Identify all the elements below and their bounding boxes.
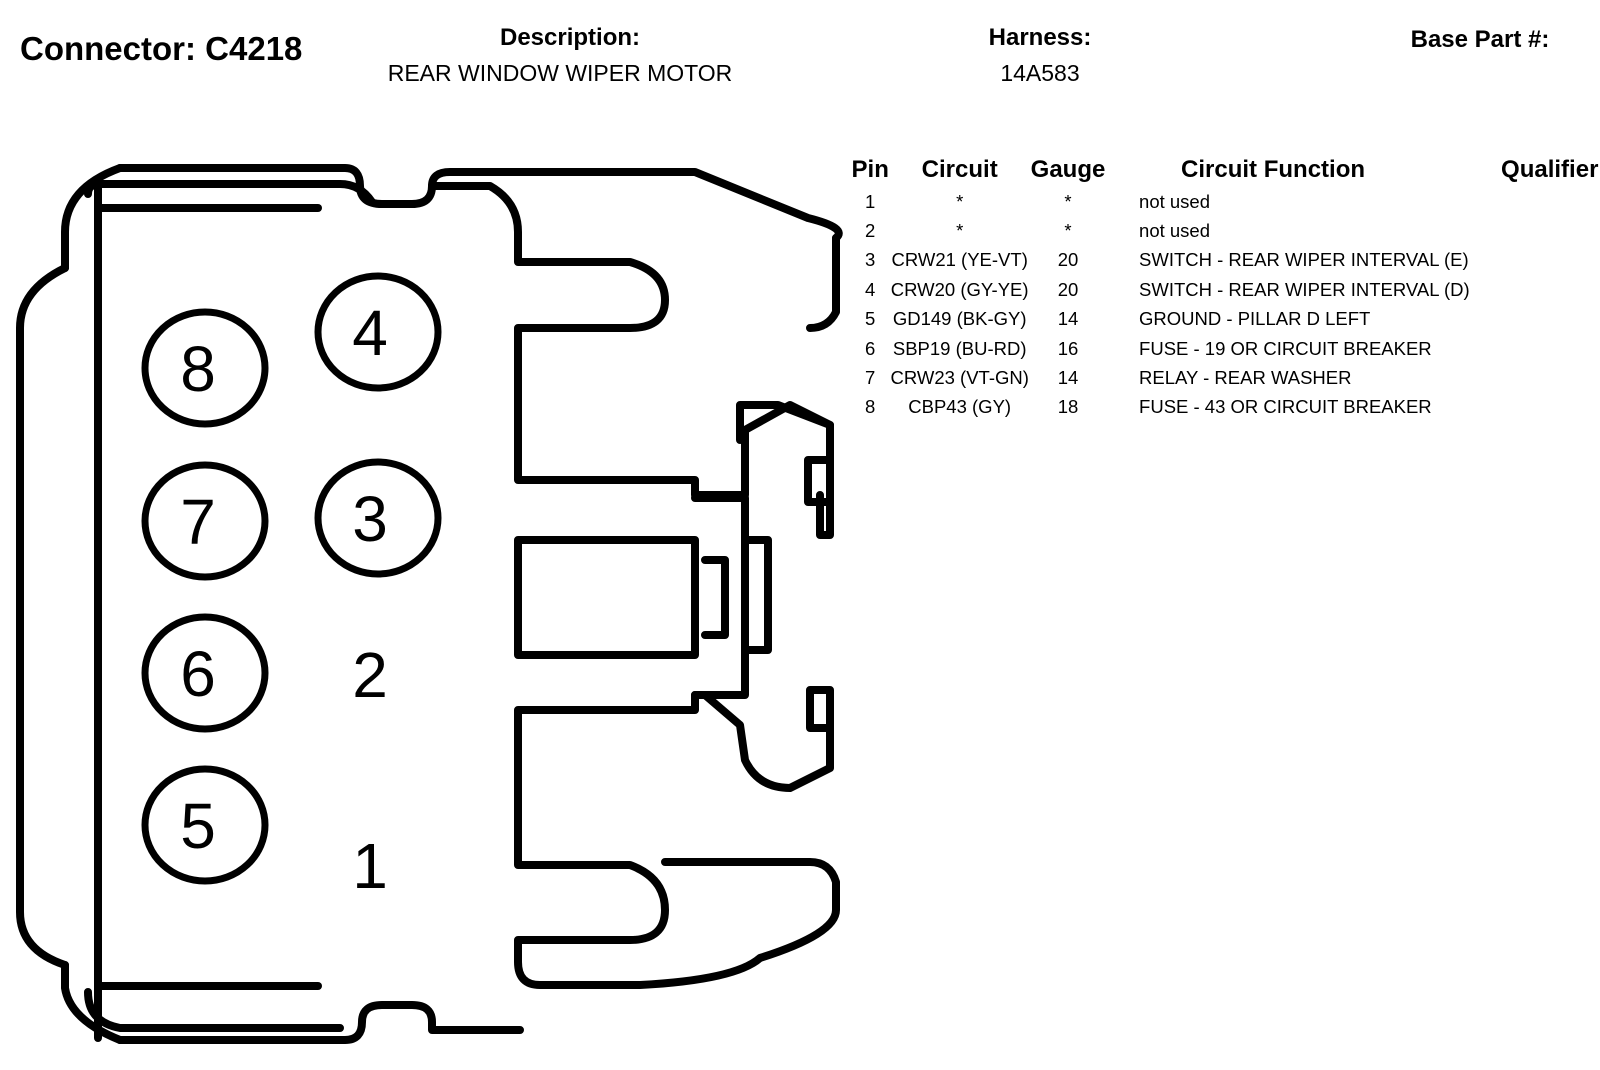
connector-mid-slot: [514, 536, 699, 659]
row-gauge: *: [1064, 220, 1072, 242]
header-circuit: Circuit: [921, 156, 998, 183]
connector-mid-key: [691, 494, 749, 699]
row-pin: 4: [865, 278, 876, 300]
row-gauge: 14: [1057, 367, 1079, 389]
header-qualifier: Qualifier: [1501, 156, 1599, 183]
table-row: 4 CRW20 (GY-YE) 20 SWITCH - REAR WIPER I…: [850, 275, 1600, 304]
table-row: 7 CRW23 (VT-GN) 14 RELAY - REAR WASHER: [850, 363, 1600, 392]
cavity-circle-5: [141, 765, 269, 885]
row-pin: 7: [865, 367, 876, 389]
row-pin: 2: [865, 220, 876, 242]
connector-inner-top: [84, 180, 376, 206]
cavity-circle-6: [141, 613, 269, 733]
row-circuit: CBP43 (GY): [908, 396, 1012, 418]
row-qualifier: [1471, 187, 1600, 216]
connector-shell-outline: [116, 164, 843, 242]
row-function: not used: [1139, 190, 1211, 212]
row-qualifier: [1471, 363, 1600, 392]
connector-shell-left-low: [61, 961, 124, 1044]
row-function: RELAY - REAR WASHER: [1139, 367, 1352, 389]
row-gauge: 20: [1057, 249, 1079, 271]
cavity-circle-3: [314, 458, 442, 578]
row-function: SWITCH - REAR WIPER INTERVAL (E): [1139, 249, 1469, 271]
header-gauge: Gauge: [1030, 156, 1106, 183]
row-gauge: *: [1064, 190, 1072, 212]
row-circuit: CRW21 (YE-VT): [891, 249, 1028, 271]
header-function: Circuit Function: [1181, 156, 1366, 183]
row-gauge: 14: [1057, 308, 1079, 330]
connector-side-rail: [804, 456, 834, 506]
connector-bottom-left: [84, 988, 344, 1032]
description-value: REAR WINDOW WIPER MOTOR: [387, 60, 733, 86]
base-part-label: Base Part #:: [1410, 26, 1550, 53]
cavity-label-5: 5: [180, 790, 216, 862]
cavity-circle-4: [314, 272, 442, 392]
connector-body-right: [428, 182, 834, 539]
row-gauge: 20: [1057, 278, 1079, 300]
cavity-label-4: 4: [352, 297, 388, 369]
row-qualifier: [1471, 305, 1600, 334]
cavity-label-1: 1: [352, 830, 388, 902]
row-qualifier: [1471, 393, 1600, 422]
row-function: SWITCH - REAR WIPER INTERVAL (D): [1139, 278, 1470, 300]
row-function: FUSE - 43 OR CIRCUIT BREAKER: [1139, 396, 1432, 418]
row-function: FUSE - 19 OR CIRCUIT BREAKER: [1139, 337, 1432, 359]
connector-latch-block: [736, 401, 834, 444]
cavity-circle-8: [141, 308, 269, 428]
connector-mid-rail: [741, 536, 772, 654]
connector-title: Connector: C4218: [20, 30, 303, 67]
row-pin: 6: [865, 337, 876, 359]
row-circuit: *: [956, 220, 964, 242]
table-row: 8 CBP43 (GY) 18 FUSE - 43 OR CIRCUIT BRE…: [850, 393, 1600, 422]
row-function: not used: [1139, 220, 1211, 242]
table-row: 2 * * not used: [850, 216, 1600, 245]
row-pin: 5: [865, 308, 876, 330]
row-gauge: 18: [1057, 396, 1079, 418]
cavity-label-7: 7: [180, 486, 216, 558]
row-gauge: 16: [1057, 337, 1079, 359]
row-circuit: *: [956, 190, 964, 212]
description-label: Description:: [499, 24, 640, 51]
pin-table: Pin Circuit Gauge Circuit Function Quali…: [850, 153, 1600, 422]
connector-shell-left-bump: [16, 264, 69, 969]
cavity-label-6: 6: [180, 638, 216, 710]
cavity-circle-7: [141, 461, 269, 581]
harness-value: 14A583: [1000, 60, 1080, 86]
table-row: 3 CRW21 (YE-VT) 20 SWITCH - REAR WIPER I…: [850, 246, 1600, 275]
table-row: 5 GD149 (BK-GY) 14 GROUND - PILLAR D LEF…: [850, 305, 1600, 334]
cavity-label-2: 2: [352, 639, 388, 711]
row-circuit: CRW20 (GY-YE): [890, 278, 1029, 300]
pin-table-header: Pin Circuit Gauge Circuit Function Quali…: [850, 153, 1600, 187]
row-circuit: SBP19 (BU-RD): [892, 337, 1027, 359]
connector-bottom-edge: [116, 1001, 524, 1044]
row-qualifier: [1471, 216, 1600, 245]
cavity-label-3: 3: [352, 483, 388, 555]
connector-mid-tab: [701, 556, 729, 639]
row-circuit: GD149 (BK-GY): [892, 308, 1027, 330]
connector-face-diagram: 8 4 7 3 6 2 5 1: [16, 164, 843, 1044]
connector-lower-body: [514, 691, 840, 989]
row-pin: 1: [865, 190, 876, 212]
connector-shell-left: [61, 164, 124, 272]
row-qualifier: [1471, 275, 1600, 304]
row-pin: 8: [865, 396, 876, 418]
connector-lower-latch: [701, 686, 834, 792]
connector-latch-top: [806, 234, 840, 332]
table-row: 1 * * not used: [850, 187, 1600, 216]
row-function: GROUND - PILLAR D LEFT: [1139, 308, 1371, 330]
header-pin: Pin: [851, 156, 889, 183]
row-pin: 3: [865, 249, 876, 271]
row-qualifier: [1471, 334, 1600, 363]
cavity-label-8: 8: [180, 333, 216, 405]
row-circuit: CRW23 (VT-GN): [890, 367, 1029, 389]
harness-label: Harness:: [988, 24, 1092, 51]
row-qualifier: [1471, 246, 1600, 275]
table-row: 6 SBP19 (BU-RD) 16 FUSE - 19 OR CIRCUIT …: [850, 334, 1600, 363]
